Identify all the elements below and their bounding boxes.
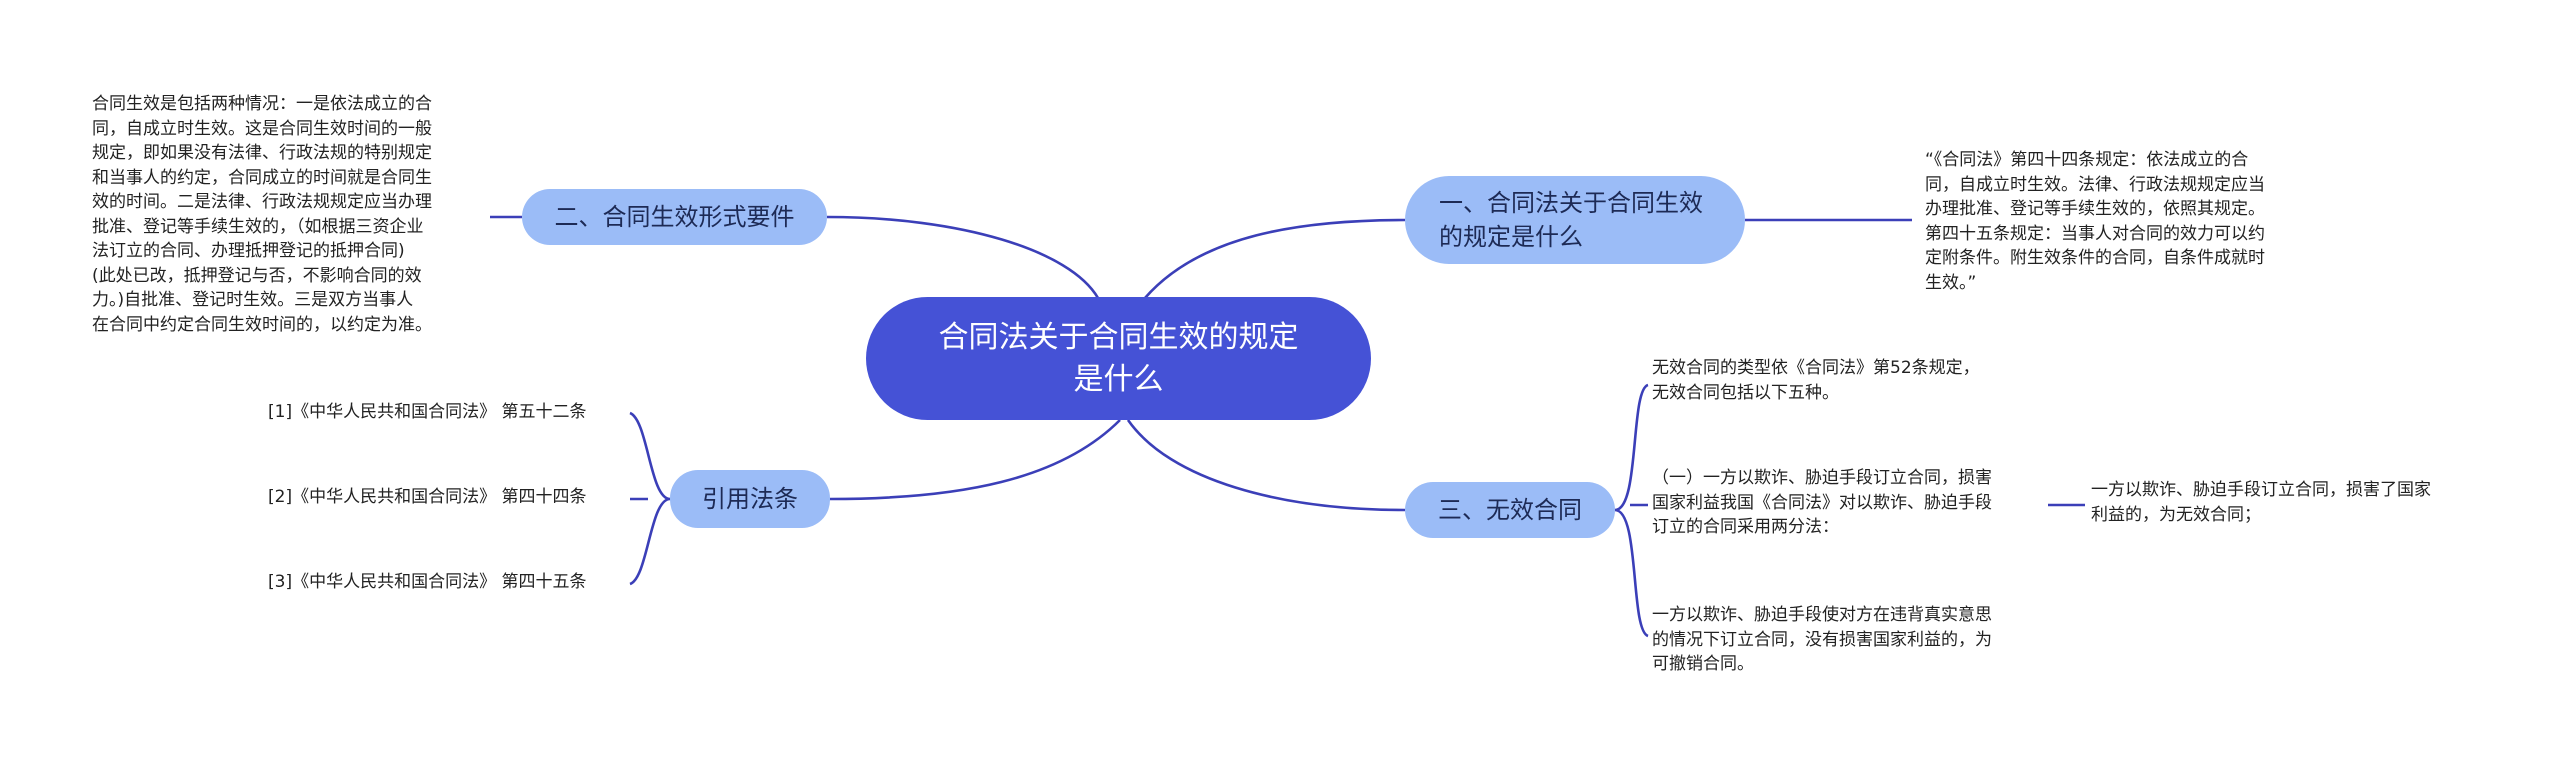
cite-item: [1]《中华人民共和国合同法》 第五十二条	[268, 402, 587, 422]
link-root-invalid	[1126, 419, 1406, 512]
invalid-item: 一方以欺诈、胁迫手段使对方在违背真实意思 的情况下订立合同，没有损害国家利益的，…	[1652, 605, 1992, 674]
link-cite-bracket	[629, 411, 671, 586]
branch-form-label: 二、合同生效形式要件	[554, 203, 795, 231]
branch-cite-label: 引用法条	[702, 485, 798, 513]
contract-rule-detail: “《合同法》第四十四条规定：依法成立的合 同，自成立时生效。法律、行政法规规定应…	[1925, 150, 2265, 293]
branch-form[interactable]: 二、合同生效形式要件	[522, 189, 827, 245]
root-topic[interactable]: 合同法关于合同生效的规定是什么	[866, 297, 1371, 420]
root-title: 合同法关于合同生效的规定是什么	[938, 319, 1299, 397]
cite-item: [3]《中华人民共和国合同法》 第四十五条	[268, 572, 587, 592]
cite-item: [2]《中华人民共和国合同法》 第四十四条	[268, 487, 587, 507]
branch-cite[interactable]: 引用法条	[670, 470, 830, 528]
invalid-item: （一）一方以欺诈、胁迫手段订立合同，损害 国家利益我国《合同法》对以欺诈、胁迫手…	[1652, 468, 1992, 537]
branch-contract-rule-label: 一、合同法关于合同生效的规定是什么	[1439, 189, 1703, 251]
link-root-form	[826, 215, 1100, 299]
branch-invalid[interactable]: 三、无效合同	[1405, 482, 1615, 538]
invalid-item: 无效合同的类型依《合同法》第52条规定， 无效合同包括以下五种。	[1652, 358, 1980, 403]
form-detail: 合同生效是包括两种情况：一是依法成立的合 同，自成立时生效。这是合同生效时间的一…	[92, 94, 432, 335]
invalid-sub-detail: 一方以欺诈、胁迫手段订立合同，损害了国家 利益的，为无效合同；	[2091, 480, 2431, 525]
link-invalid-bracket	[1614, 383, 1649, 638]
branch-invalid-label: 三、无效合同	[1438, 496, 1582, 524]
branch-contract-rule[interactable]: 一、合同法关于合同生效的规定是什么	[1405, 176, 1745, 264]
link-root-cite	[829, 419, 1121, 501]
link-root-contract	[1144, 218, 1406, 299]
